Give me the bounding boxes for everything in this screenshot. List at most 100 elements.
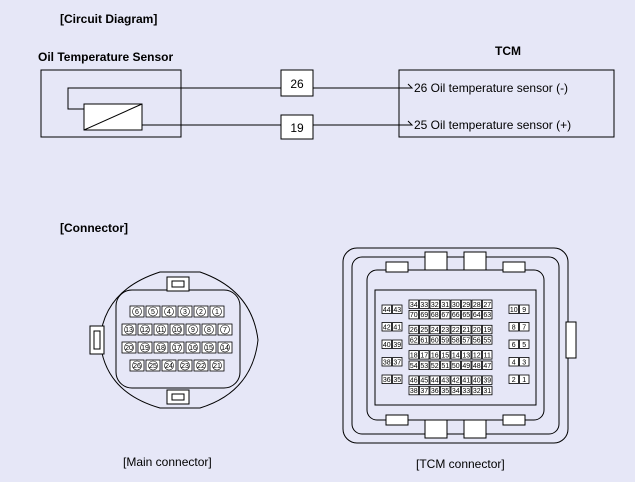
svg-text:68: 68 — [431, 312, 439, 319]
tcm-pin: 51 — [440, 360, 451, 370]
tcm-top-tab-4 — [502, 261, 526, 273]
tcm-pin: 18 — [408, 350, 419, 360]
tcm-pin: 32 — [471, 385, 482, 396]
tcm-pin: 40 — [471, 375, 482, 385]
svg-text:11: 11 — [157, 327, 164, 334]
svg-text:49: 49 — [462, 363, 470, 370]
tcm-pin: 42 — [381, 322, 392, 332]
main-pin: 10 — [169, 323, 185, 336]
svg-text:9: 9 — [191, 327, 195, 334]
main-pin: 6 — [129, 305, 145, 318]
tcm-pin: 13 — [461, 350, 472, 360]
main-bottom-latch — [166, 389, 190, 405]
tcm-top-tab-1 — [385, 261, 409, 273]
tcm-pin: 16 — [429, 350, 440, 360]
tcm-pin: 65 — [461, 309, 472, 320]
svg-text:31: 31 — [441, 302, 449, 309]
svg-text:42: 42 — [383, 324, 391, 331]
connector-heading: [Connector] — [60, 221, 128, 235]
tcm-pin: 58 — [450, 335, 461, 345]
tcm-pin: 48 — [471, 360, 482, 370]
tcm-pin: 67 — [440, 309, 451, 320]
tcm-pin: 57 — [461, 335, 472, 345]
tcm-pin: 45 — [419, 375, 430, 385]
svg-text:24: 24 — [431, 327, 439, 334]
tcm-pin: 19 — [482, 324, 493, 335]
svg-text:26: 26 — [410, 327, 418, 334]
svg-text:62: 62 — [410, 337, 418, 344]
svg-text:17: 17 — [173, 345, 181, 352]
svg-text:27: 27 — [483, 302, 491, 309]
tcm-pin-label-2: 25 Oil temperature sensor (+) — [414, 118, 571, 132]
svg-text:25: 25 — [149, 363, 157, 370]
svg-text:7: 7 — [223, 327, 227, 334]
tcm-pin: 40 — [381, 339, 392, 349]
svg-text:61: 61 — [420, 337, 428, 344]
svg-text:19: 19 — [483, 327, 491, 334]
sensor-lead-1 — [67, 87, 181, 110]
svg-text:26: 26 — [290, 77, 304, 91]
tcm-pin: 43 — [440, 375, 451, 385]
main-pin: 1 — [209, 305, 225, 318]
main-side-latch — [89, 325, 105, 355]
svg-text:19: 19 — [290, 121, 304, 135]
tcm-pin: 43 — [392, 304, 403, 314]
tcm-bottom-tab-3 — [463, 419, 487, 439]
main-pin: 4 — [161, 305, 177, 318]
tcm-side-key — [565, 321, 577, 359]
svg-text:41: 41 — [393, 324, 401, 331]
svg-text:5: 5 — [522, 342, 526, 349]
svg-text:70: 70 — [410, 312, 418, 319]
tcm-pin: 42 — [450, 375, 461, 385]
tcm-pin: 38 — [408, 385, 419, 396]
tcm-pin: 4 — [508, 357, 519, 367]
svg-text:18: 18 — [157, 345, 165, 352]
svg-text:34: 34 — [410, 302, 418, 309]
tcm-pin: 17 — [419, 350, 430, 360]
tcm-pin: 52 — [429, 360, 440, 370]
tcm-pin: 54 — [408, 360, 419, 370]
tcm-pin: 49 — [461, 360, 472, 370]
svg-text:43: 43 — [441, 378, 449, 385]
svg-text:3: 3 — [522, 359, 526, 366]
circuit-diagram-heading: [Circuit Diagram] — [60, 12, 157, 26]
svg-text:14: 14 — [221, 345, 229, 352]
tcm-pin: 47 — [482, 360, 493, 370]
svg-text:16: 16 — [431, 352, 439, 359]
tcm-pin: 59 — [440, 335, 451, 345]
svg-text:36: 36 — [431, 388, 439, 395]
svg-text:15: 15 — [441, 352, 449, 359]
svg-text:2: 2 — [199, 309, 203, 316]
svg-text:46: 46 — [410, 378, 418, 385]
svg-text:28: 28 — [473, 302, 481, 309]
svg-text:3: 3 — [183, 309, 187, 316]
tcm-pin: 44 — [429, 375, 440, 385]
svg-text:24: 24 — [165, 363, 173, 370]
tcm-pin: 28 — [471, 299, 482, 309]
svg-text:41: 41 — [462, 378, 470, 385]
tcm-pin: 70 — [408, 309, 419, 320]
svg-text:8: 8 — [207, 327, 211, 334]
tcm-pin: 41 — [392, 322, 403, 332]
svg-text:60: 60 — [431, 337, 439, 344]
tcm-pin: 34 — [408, 299, 419, 309]
tcm-pin: 31 — [482, 385, 493, 396]
tcm-pin: 7 — [519, 322, 530, 332]
svg-text:69: 69 — [420, 312, 428, 319]
main-pin: 13 — [121, 323, 137, 336]
tcm-pin: 33 — [419, 299, 430, 309]
svg-text:36: 36 — [383, 377, 391, 384]
tcm-pin: 35 — [440, 385, 451, 396]
tcm-pin: 36 — [429, 385, 440, 396]
tcm-pin: 64 — [471, 309, 482, 320]
main-connector-caption: [Main connector] — [123, 455, 212, 469]
tcm-pin: 55 — [482, 335, 493, 345]
svg-text:53: 53 — [420, 363, 428, 370]
tcm-connector-caption: [TCM connector] — [416, 457, 505, 471]
tcm-pin: 11 — [482, 350, 493, 360]
svg-text:8: 8 — [512, 324, 516, 331]
main-pin: 26 — [129, 359, 145, 372]
